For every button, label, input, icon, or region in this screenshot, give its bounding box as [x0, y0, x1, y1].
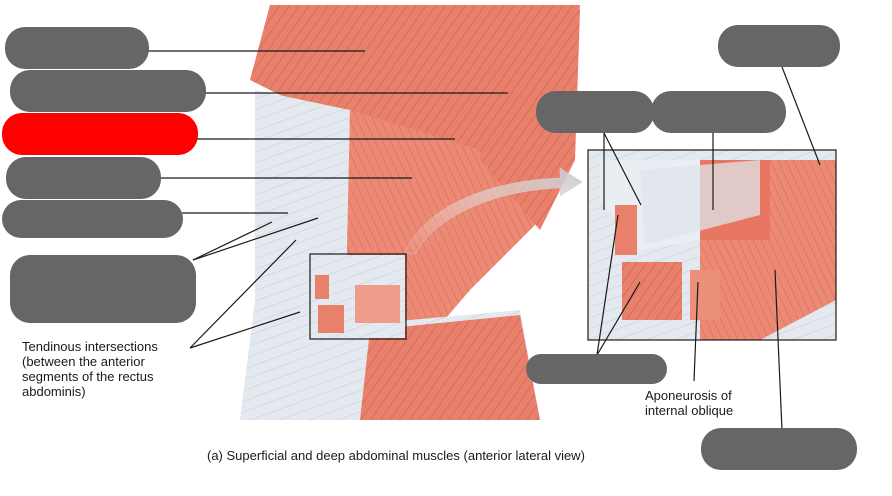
label-blank-2[interactable] [10, 70, 206, 112]
zoom-inset [588, 150, 836, 340]
inset-muscle-b [318, 305, 344, 333]
tendinous-intersections-label: Tendinous intersections (between the ant… [22, 339, 202, 399]
label-blank-9[interactable] [651, 91, 786, 133]
label-blank-3-highlighted[interactable] [2, 113, 198, 155]
label-blank-5[interactable] [2, 200, 183, 238]
label-blank-8[interactable] [536, 91, 654, 133]
label-blank-1[interactable] [5, 27, 149, 69]
torso-illustration [240, 5, 580, 420]
label-blank-11[interactable] [701, 428, 857, 470]
inset-muscle-a [315, 275, 329, 299]
label-blank-10[interactable] [526, 354, 667, 384]
label-blank-7[interactable] [718, 25, 840, 67]
figure-caption: (a) Superficial and deep abdominal muscl… [207, 448, 585, 463]
aponeurosis-label: Aponeurosis of internal oblique [645, 388, 785, 418]
label-blank-6[interactable] [10, 255, 196, 323]
inset-muscle-c [355, 285, 400, 323]
label-blank-4[interactable] [6, 157, 161, 199]
